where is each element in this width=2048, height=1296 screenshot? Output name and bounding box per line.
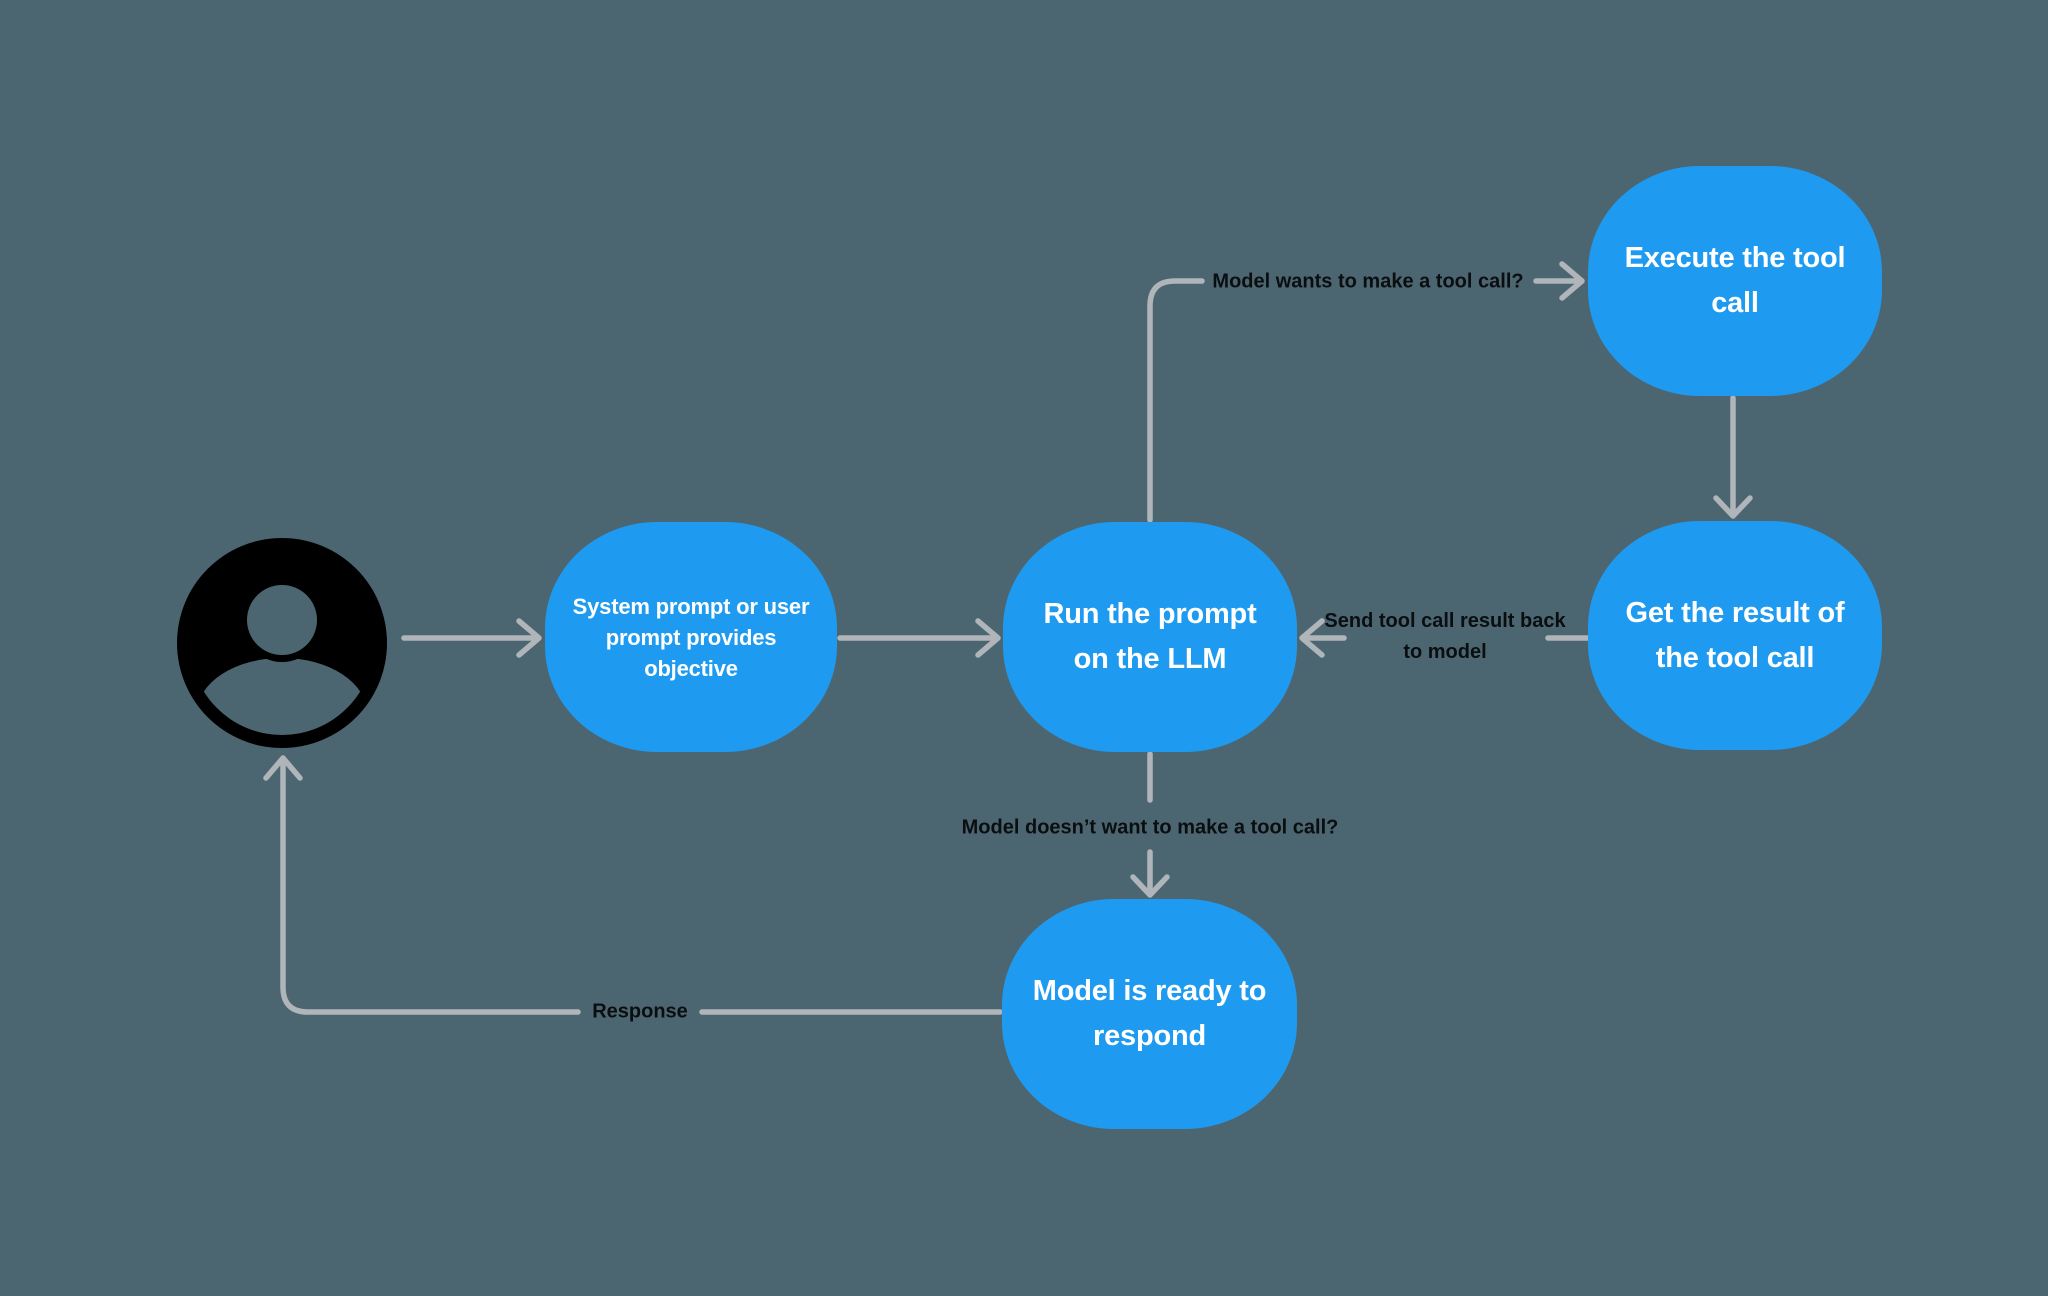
edge-run-execute-line bbox=[1147, 278, 1205, 523]
node-execute-tool-call-label: Execute the tool call bbox=[1624, 242, 1846, 319]
node-run-prompt-llm-label: Run the prompt on the LLM bbox=[1043, 598, 1257, 675]
node-run-prompt-llm: Run the prompt on the LLM bbox=[1003, 522, 1297, 752]
edge-prompt-run-arrowhead bbox=[975, 618, 1001, 658]
user-node bbox=[177, 538, 387, 748]
edge-label-wants-tool-call: Model wants to make a tool call? bbox=[1212, 270, 1524, 293]
edge-user-prompt-arrowhead bbox=[516, 618, 542, 658]
node-execute-tool-call: Execute the tool call bbox=[1588, 166, 1882, 396]
edge-respond-user-line2 bbox=[280, 760, 581, 1015]
node-system-prompt-label: System prompt or user prompt provides ob… bbox=[572, 593, 810, 681]
user-avatar-icon bbox=[177, 538, 387, 748]
edge-respond-user-arrowhead bbox=[263, 755, 303, 781]
node-model-ready-respond: Model is ready to respond bbox=[1002, 899, 1297, 1129]
node-system-prompt: System prompt or user prompt provides ob… bbox=[545, 522, 837, 752]
edge-run-respond-arrowhead bbox=[1130, 874, 1170, 898]
edge-label-doesnt-want-tool-call: Model doesn’t want to make a tool call? bbox=[961, 816, 1339, 839]
edge-result-run-arrowhead bbox=[1299, 618, 1325, 658]
node-model-ready-respond-label: Model is ready to respond bbox=[1032, 975, 1267, 1052]
node-get-tool-result: Get the result of the tool call bbox=[1588, 521, 1882, 750]
edge-run-execute-arrowhead bbox=[1559, 261, 1585, 301]
edge-label-response: Response bbox=[592, 1000, 688, 1023]
edge-execute-result-arrowhead bbox=[1713, 495, 1753, 519]
edge-label-send-result-back: Send tool call result back to model bbox=[1324, 610, 1566, 663]
node-get-tool-result-label: Get the result of the tool call bbox=[1625, 596, 1845, 674]
